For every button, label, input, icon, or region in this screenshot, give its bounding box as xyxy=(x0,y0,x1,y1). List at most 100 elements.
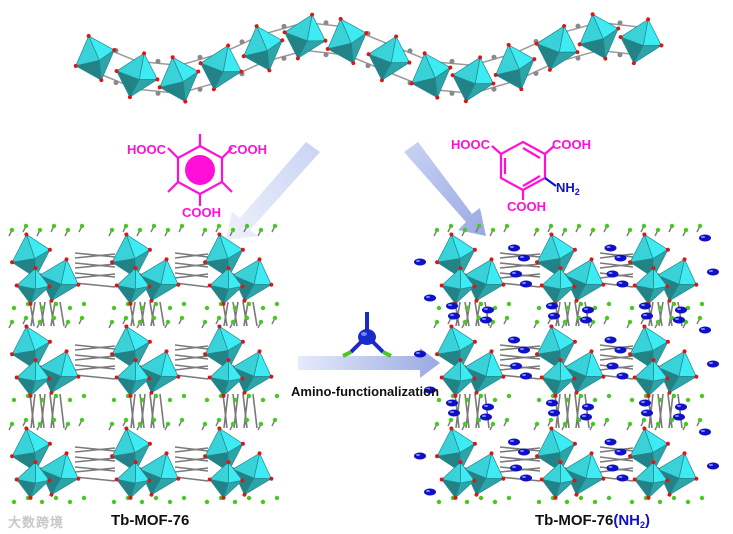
terminal-atom xyxy=(273,418,277,422)
carbon-atom xyxy=(450,59,455,64)
terminal-atom xyxy=(205,398,209,402)
terminal-atom xyxy=(233,306,237,310)
terminal-atom xyxy=(110,228,114,232)
terminal-atom xyxy=(605,224,609,228)
amine-highlight xyxy=(709,270,713,272)
amine-group xyxy=(508,245,520,252)
amine-highlight xyxy=(609,272,613,274)
amine-highlight xyxy=(619,476,623,478)
terminal-atom xyxy=(607,302,611,306)
terminal-atom xyxy=(563,422,567,426)
terminal-atom xyxy=(10,228,14,232)
framework-bond xyxy=(75,283,115,287)
carbon-atom xyxy=(492,55,497,60)
terminal-atom xyxy=(672,302,676,306)
terminal-atom xyxy=(479,496,483,500)
arrow-to-right-framework xyxy=(404,142,486,236)
terminal-atom xyxy=(154,302,158,306)
amine-group xyxy=(605,439,617,446)
amine-highlight xyxy=(416,352,420,354)
terminal-atom xyxy=(259,228,263,232)
terminal-atom xyxy=(245,224,249,228)
terminal-atom xyxy=(24,224,28,228)
amine-bond xyxy=(545,178,556,186)
amine-group xyxy=(480,317,492,324)
terminal-atom xyxy=(166,422,170,426)
terminal-atom xyxy=(205,306,209,310)
carbon-atom xyxy=(324,20,329,25)
terminal-atom xyxy=(437,500,441,504)
terminal-atom xyxy=(658,500,662,504)
amine-group xyxy=(699,429,711,436)
framework-bond xyxy=(160,302,164,326)
terminal-atom xyxy=(479,394,483,398)
terminal-atom xyxy=(110,320,114,324)
amine-group xyxy=(641,313,653,320)
framework-bond xyxy=(75,375,115,379)
amine-group xyxy=(580,414,592,421)
terminal-atom xyxy=(698,316,702,320)
amine-group xyxy=(639,400,651,407)
amine-group xyxy=(520,281,532,288)
terminal-atom xyxy=(231,422,235,426)
amine-group xyxy=(699,235,711,242)
terminal-atom xyxy=(80,418,84,422)
carbon-atom xyxy=(240,39,245,44)
terminal-atom xyxy=(463,228,467,232)
amine-group xyxy=(448,410,460,417)
amine-highlight xyxy=(584,308,588,310)
terminal-atom xyxy=(672,496,676,500)
linker2-cooh-right-label: COOH xyxy=(552,138,591,151)
terminal-atom xyxy=(152,316,156,320)
amine-highlight xyxy=(607,338,611,340)
terminal-atom xyxy=(605,418,609,422)
amine-highlight xyxy=(701,236,705,238)
amine-group xyxy=(615,255,627,262)
terminal-atom xyxy=(579,302,583,306)
terminal-atom xyxy=(628,422,632,426)
terminal-atom xyxy=(259,320,263,324)
amine-group xyxy=(414,259,426,266)
amine-highlight xyxy=(643,411,647,413)
terminal-atom xyxy=(80,224,84,228)
terminal-atom xyxy=(154,496,158,500)
amino-btc-linker-structure xyxy=(492,142,554,200)
terminal-atom xyxy=(507,496,511,500)
amine-highlight xyxy=(709,464,713,466)
terminal-atom xyxy=(24,418,28,422)
amine-group xyxy=(482,307,494,314)
carbon-atom xyxy=(156,91,161,96)
framework-bond xyxy=(160,394,164,428)
terminal-atom xyxy=(505,418,509,422)
terminal-atom xyxy=(203,320,207,324)
amine-highlight xyxy=(619,282,623,284)
terminal-atom xyxy=(700,302,704,306)
amine-highlight xyxy=(522,476,526,478)
amine-group xyxy=(582,307,594,314)
terminal-atom xyxy=(80,316,84,320)
carbon-atom xyxy=(114,80,119,85)
amine-highlight xyxy=(520,348,524,350)
terminal-atom xyxy=(154,394,158,398)
amine-highlight xyxy=(550,314,554,316)
terminal-atom xyxy=(66,422,70,426)
amine-highlight xyxy=(609,466,613,468)
terminal-atom xyxy=(607,496,611,500)
terminal-atom xyxy=(68,500,72,504)
terminal-atom xyxy=(591,228,595,232)
terminal-atom xyxy=(140,500,144,504)
terminal-atom xyxy=(579,394,583,398)
terminal-atom xyxy=(66,228,70,232)
terminal-atom xyxy=(463,422,467,426)
terminal-atom xyxy=(549,418,553,422)
framework-bond xyxy=(60,394,64,428)
amine-highlight xyxy=(675,318,679,320)
carbon-atom xyxy=(282,24,287,29)
amine-group xyxy=(707,463,719,470)
framework-bond xyxy=(585,394,589,428)
terminal-atom xyxy=(38,228,42,232)
amine-highlight xyxy=(607,440,611,442)
terminal-atom xyxy=(166,228,170,232)
tb-polyhedron xyxy=(108,44,167,106)
